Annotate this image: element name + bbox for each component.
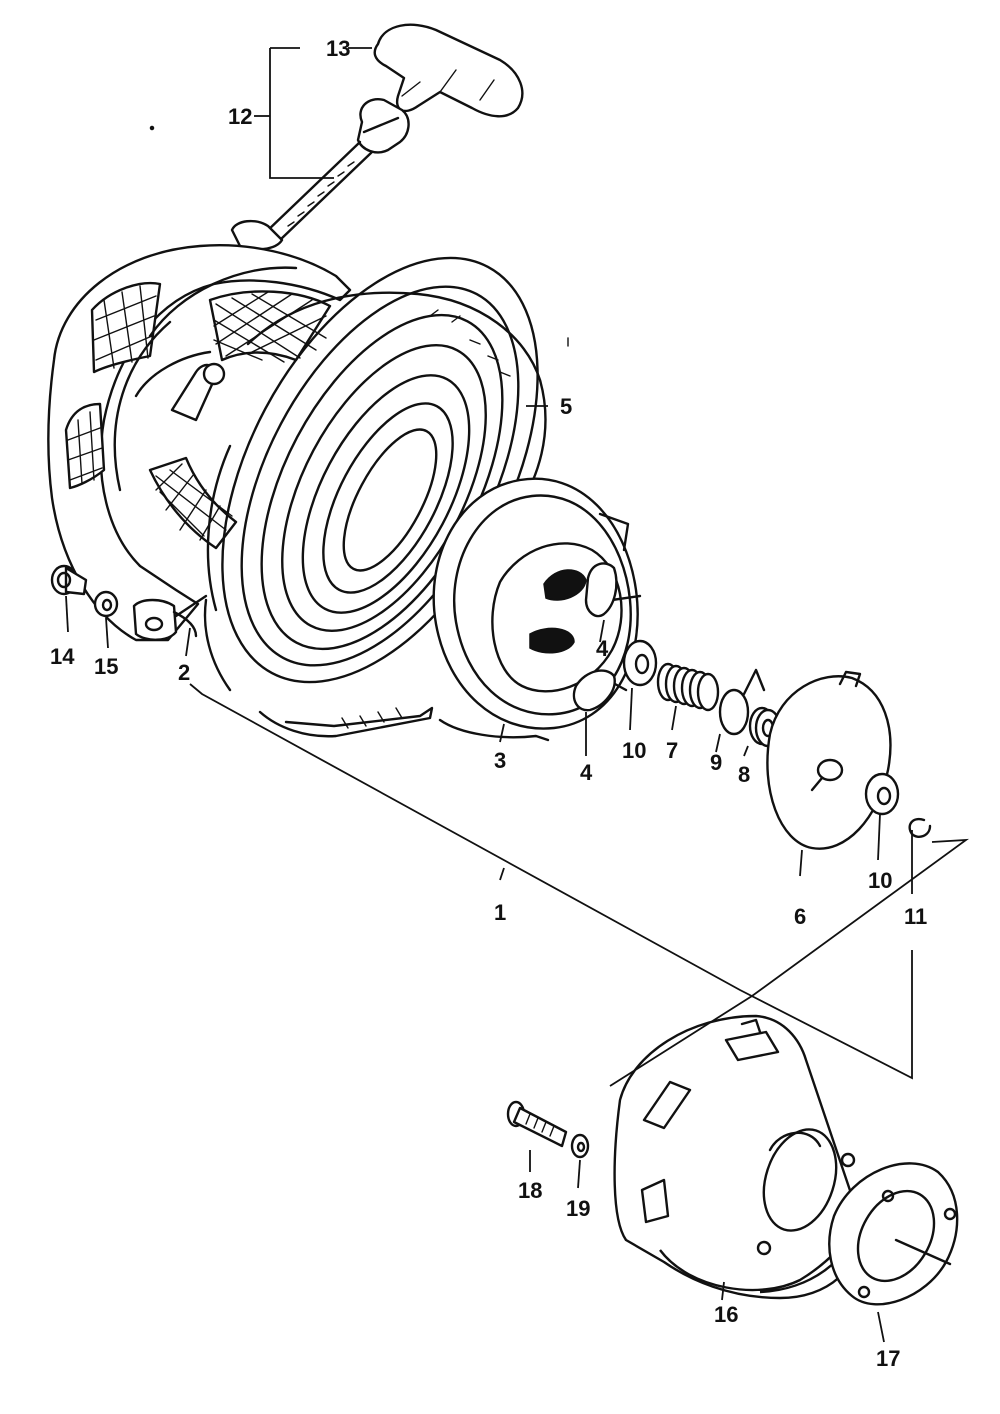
starter-rope bbox=[230, 140, 374, 251]
callout-4-upper: 4 bbox=[596, 636, 609, 661]
print-specks bbox=[149, 125, 569, 347]
callout-6: 6 bbox=[794, 904, 806, 929]
callout-11: 11 bbox=[904, 904, 927, 929]
callout-14: 14 bbox=[50, 644, 75, 669]
callout-12: 12 bbox=[228, 104, 252, 129]
callout-10-outer: 10 bbox=[868, 868, 892, 893]
gasket-plate bbox=[828, 1162, 959, 1306]
recoil-spring bbox=[203, 256, 547, 738]
callout-10-inner: 10 bbox=[622, 738, 646, 763]
callout-15: 15 bbox=[94, 654, 118, 679]
leader-lines bbox=[65, 47, 970, 1343]
callout-13: 13 bbox=[326, 36, 350, 61]
friction-plate bbox=[766, 670, 892, 850]
ratchet-pawl-lower bbox=[572, 669, 616, 712]
washer-outer bbox=[864, 772, 900, 816]
pulley-bolt bbox=[506, 1100, 568, 1148]
return-spring bbox=[656, 662, 720, 712]
screw bbox=[50, 564, 88, 596]
callout-1: 1 bbox=[494, 900, 506, 925]
callout-19: 19 bbox=[566, 1196, 590, 1221]
callout-7: 7 bbox=[666, 738, 678, 763]
callout-2: 2 bbox=[178, 660, 190, 685]
washer bbox=[622, 639, 658, 687]
lock-washer bbox=[93, 590, 119, 618]
callout-4-lower: 4 bbox=[580, 760, 593, 785]
callout-8: 8 bbox=[738, 762, 750, 787]
callout-9: 9 bbox=[710, 750, 722, 775]
ratchet-spring bbox=[718, 668, 766, 736]
callout-labels: 13 12 5 4 14 15 2 10 7 3 4 9 8 10 1 6 11… bbox=[50, 36, 927, 1371]
callout-18: 18 bbox=[518, 1178, 542, 1203]
pulley-washer bbox=[570, 1133, 590, 1159]
callout-16: 16 bbox=[714, 1302, 738, 1327]
callout-3: 3 bbox=[494, 748, 506, 773]
starter-pulley-cup bbox=[613, 1014, 862, 1300]
rope-handle bbox=[356, 23, 524, 154]
callout-17: 17 bbox=[876, 1346, 900, 1371]
ratchet-pawl-upper bbox=[584, 562, 618, 618]
callout-5: 5 bbox=[560, 394, 572, 419]
